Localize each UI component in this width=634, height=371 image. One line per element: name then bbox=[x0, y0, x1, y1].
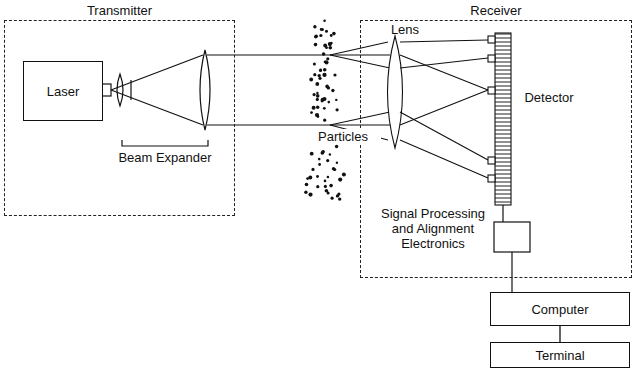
electronics-label: Signal Processing and Alignment Electron… bbox=[372, 206, 494, 251]
electronics-wiring bbox=[494, 205, 530, 292]
receiver-lens bbox=[388, 36, 403, 148]
transmitter-optics bbox=[102, 50, 330, 146]
particle-dot bbox=[324, 180, 327, 183]
box-label: Laser bbox=[47, 84, 80, 99]
particle-dot bbox=[335, 145, 338, 148]
particle-dot bbox=[313, 93, 316, 96]
particle-dot bbox=[325, 61, 328, 64]
particle-dot bbox=[316, 185, 319, 188]
detector-array bbox=[488, 33, 511, 205]
particle-dot bbox=[338, 178, 342, 182]
detector-label: Detector bbox=[514, 90, 584, 105]
particle-dot bbox=[316, 92, 318, 94]
particle-dot bbox=[329, 184, 333, 188]
particle-dot bbox=[338, 197, 341, 200]
particle-dot bbox=[313, 73, 316, 76]
particle-dot bbox=[327, 176, 330, 179]
particle-dot bbox=[314, 43, 318, 47]
particle-dot bbox=[319, 69, 322, 72]
particle-dot bbox=[331, 89, 334, 92]
particle-dot bbox=[313, 25, 316, 28]
particle-dot bbox=[316, 98, 319, 101]
particle-dot bbox=[319, 68, 322, 71]
particle-dot bbox=[322, 52, 326, 56]
particle-dot bbox=[332, 167, 335, 170]
particle-dot bbox=[312, 106, 316, 110]
particle-dot bbox=[329, 46, 333, 50]
particle-dot bbox=[318, 158, 321, 161]
transmitter-enclosure: TransmitterLaser bbox=[4, 20, 235, 216]
particle-dot bbox=[305, 183, 309, 187]
small-lens bbox=[117, 74, 123, 106]
particle-dot bbox=[333, 73, 336, 76]
particle-dot bbox=[319, 34, 322, 37]
receiver-enclosure: Receiver bbox=[360, 20, 632, 278]
particle-dot bbox=[335, 99, 337, 101]
particle-dot bbox=[310, 111, 313, 114]
bracket bbox=[122, 140, 208, 146]
particle-dot bbox=[316, 94, 320, 98]
group-heading: Transmitter bbox=[5, 3, 234, 18]
particle-dot bbox=[317, 115, 320, 118]
particle-dot bbox=[321, 28, 324, 31]
particle-dot bbox=[325, 189, 329, 193]
particle-dot bbox=[323, 119, 326, 122]
particle-dot bbox=[310, 152, 314, 156]
particle-dot bbox=[326, 57, 329, 60]
particle-dot bbox=[323, 19, 326, 22]
bracket-label: Beam Expander bbox=[105, 150, 225, 165]
group-heading: Receiver bbox=[361, 3, 631, 18]
particle-dot bbox=[329, 153, 331, 155]
particle-dot bbox=[308, 175, 312, 179]
particle-dot bbox=[321, 150, 325, 154]
particle-dot bbox=[315, 113, 319, 117]
expander-lens bbox=[200, 50, 210, 130]
particle-dot bbox=[336, 194, 339, 197]
particle-dot bbox=[308, 193, 312, 197]
particle-dot bbox=[313, 62, 316, 65]
particle-dot bbox=[325, 61, 329, 65]
particle-dot bbox=[328, 101, 331, 104]
particles bbox=[304, 19, 346, 200]
particle-dot bbox=[309, 78, 313, 82]
particle-dot bbox=[316, 175, 319, 178]
particle-dot bbox=[323, 68, 327, 72]
particle-dot bbox=[324, 185, 327, 188]
particle-dot bbox=[323, 107, 326, 110]
particle-dot bbox=[331, 197, 334, 200]
particle-dot bbox=[326, 159, 329, 162]
particle-dot bbox=[332, 32, 336, 36]
particle-dot bbox=[314, 34, 318, 38]
particle-dot bbox=[336, 162, 338, 164]
particle-dot bbox=[318, 74, 321, 77]
box-label: Computer bbox=[531, 302, 588, 317]
particle-dot bbox=[318, 163, 321, 166]
box-label: Terminal bbox=[535, 348, 584, 363]
lens-label: Lens bbox=[385, 22, 425, 37]
particles-label: Particles bbox=[305, 129, 381, 144]
particle-dot bbox=[325, 85, 329, 89]
particle-dot bbox=[315, 82, 319, 86]
particle-dot bbox=[321, 100, 324, 103]
particle-dot bbox=[314, 35, 317, 38]
beam bbox=[207, 54, 330, 55]
laser-box: Laser bbox=[23, 61, 103, 121]
particle-dot bbox=[328, 42, 332, 46]
particle-dot bbox=[330, 34, 333, 37]
beam bbox=[207, 124, 330, 125]
particle-dot bbox=[323, 44, 327, 48]
particle-dot bbox=[325, 30, 328, 33]
particle-dot bbox=[304, 191, 307, 194]
connector bbox=[560, 326, 561, 342]
particle-dot bbox=[322, 73, 326, 77]
computer-box: Computer bbox=[490, 292, 630, 326]
particle-dot bbox=[342, 173, 346, 177]
particle-dot bbox=[311, 168, 314, 171]
scattered-rays bbox=[330, 36, 488, 178]
electronics-box bbox=[494, 222, 530, 252]
particle-dot bbox=[336, 108, 339, 111]
particle-dot bbox=[316, 106, 319, 109]
terminal-box: Terminal bbox=[490, 342, 630, 368]
